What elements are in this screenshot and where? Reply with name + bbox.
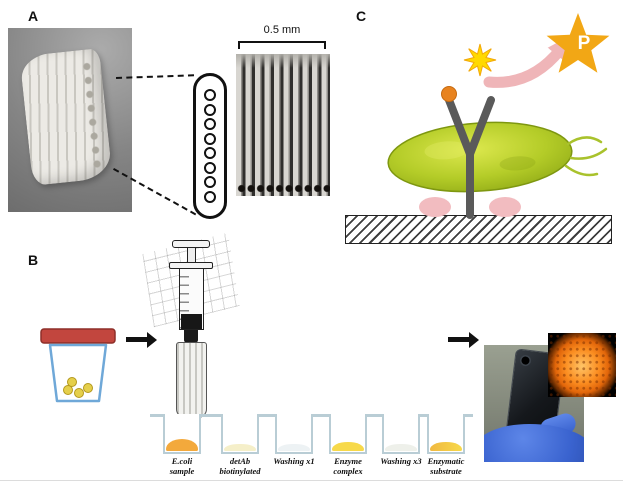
well-liquid (332, 442, 364, 451)
capillary-photo (236, 54, 330, 196)
enzyme-dot (441, 86, 457, 102)
well-column-callout (193, 73, 227, 219)
syringe-device-tip (176, 342, 207, 418)
scale-label: 0.5 mm (263, 24, 301, 36)
well-link (259, 414, 275, 417)
well-liquid (224, 444, 256, 451)
assay-well-3 (275, 414, 313, 454)
microwell-device (19, 48, 113, 186)
reaction-arrow-icon (483, 34, 573, 88)
panel-b-label: B (28, 252, 39, 268)
step-label-4: Enzyme complex (333, 456, 363, 476)
well-circle (204, 103, 216, 116)
emission-burst-icon (463, 43, 497, 77)
product-label: P (578, 33, 591, 54)
sample-container (40, 328, 116, 403)
sample-lid (40, 328, 116, 344)
blocker-right (489, 197, 521, 217)
workflow-arrow-1 (126, 331, 157, 348)
bottom-divider (0, 480, 623, 481)
well-circle (204, 190, 216, 203)
panel-a-label: A (28, 8, 39, 24)
well-liquid (430, 442, 462, 451)
device-photo (8, 28, 132, 212)
step-label-1: E.coli sample (169, 456, 195, 476)
step-label-6: Enzymatic substrate (427, 456, 465, 476)
well-liquid (385, 444, 417, 451)
luminescence-inset (548, 333, 616, 397)
scale-bar (238, 41, 326, 49)
workflow-arrow-2 (448, 331, 479, 348)
assay-well-4 (329, 414, 367, 454)
syringe-hub (184, 330, 198, 343)
assay-well-1 (163, 414, 201, 454)
well-circle (204, 176, 216, 189)
gloved-hand (484, 424, 584, 462)
antibody-y-icon (445, 96, 495, 219)
assay-schematic: P (387, 13, 610, 219)
blocker-left (419, 197, 451, 217)
well-circle (204, 89, 216, 102)
well-circle (204, 118, 216, 131)
step-label-5: Washing x3 (380, 456, 422, 466)
well-link (201, 414, 221, 417)
well-liquid (278, 444, 310, 451)
flagella (564, 136, 608, 177)
well-link (420, 414, 427, 417)
well-circle (204, 147, 216, 160)
step-label-2: detAb biotinylated (219, 456, 261, 476)
step-label-3: Washing x1 (273, 456, 315, 466)
product-star-icon (546, 13, 610, 73)
well-circle (204, 132, 216, 145)
well-link (313, 414, 329, 417)
assay-well-2 (221, 414, 259, 454)
well-link (150, 414, 163, 417)
bacterium (387, 121, 573, 193)
well-circle (204, 161, 216, 174)
assay-well-5 (382, 414, 420, 454)
well-link (367, 414, 382, 417)
panel-c-label: C (356, 8, 367, 24)
well-link (465, 414, 473, 417)
hatched-surface (345, 215, 612, 244)
well-liquid (166, 439, 198, 451)
syringe-seal (181, 314, 202, 329)
assay-well-6 (427, 414, 465, 454)
sample-cells (63, 377, 93, 398)
